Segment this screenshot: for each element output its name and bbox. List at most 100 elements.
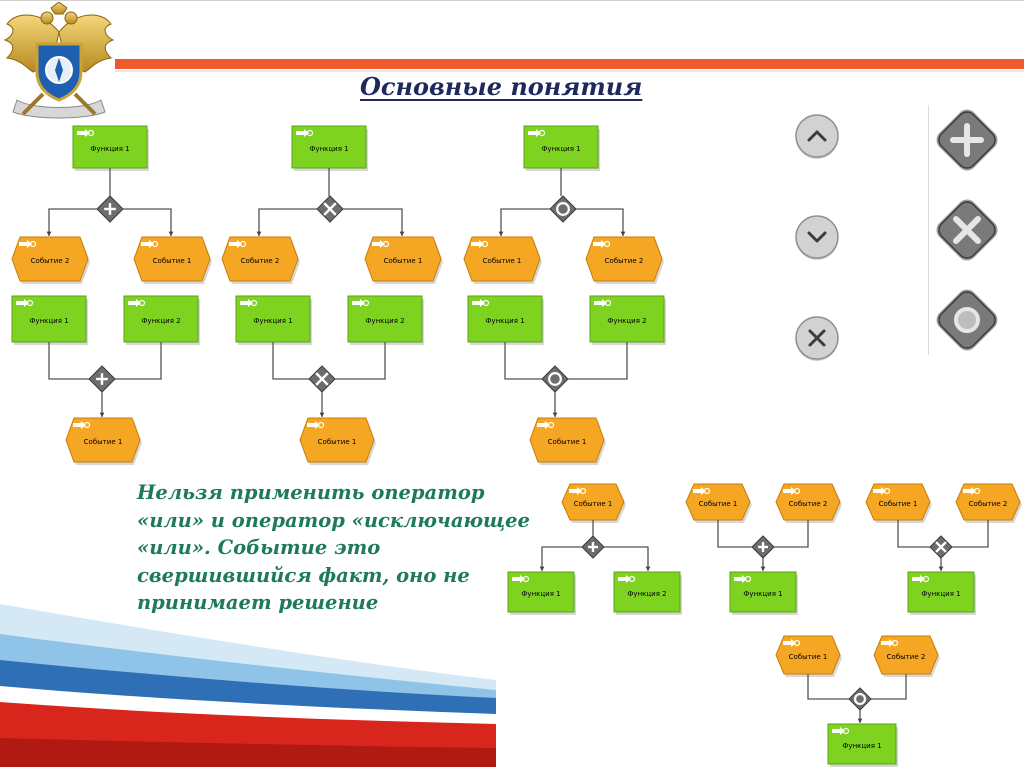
function-box: Функция 1 <box>72 125 149 171</box>
gateway-or <box>541 365 569 393</box>
circle-icon <box>556 202 570 216</box>
function-label: Функция 1 <box>541 145 580 153</box>
event-box: Событие 2 <box>221 236 300 284</box>
event-box: Событие 1 <box>133 236 212 284</box>
circle-icon <box>548 372 562 386</box>
function-box: Функция 2 <box>589 295 666 345</box>
function-box: Функция 1 <box>467 295 544 345</box>
connector <box>576 208 626 236</box>
function-label: Функция 2 <box>627 590 666 598</box>
event-label: Событие 2 <box>887 653 926 661</box>
emblem-logo <box>3 2 115 119</box>
function-label: Функция 2 <box>141 317 180 325</box>
header-rule <box>115 59 1024 69</box>
connector <box>552 392 558 417</box>
function-label: Функция 2 <box>365 317 404 325</box>
x-icon <box>795 316 839 361</box>
slide-title: Основные понятия <box>360 72 643 101</box>
event-box: Событие 2 <box>585 236 664 284</box>
function-label: Функция 1 <box>921 590 960 598</box>
note-line-1: Нельзя применить оператор <box>137 481 485 504</box>
note-line-4: свершившийся факт, оно не <box>137 563 470 587</box>
connector <box>857 710 863 723</box>
circle-icon <box>936 289 998 351</box>
event-box: Событие 1 <box>685 483 752 523</box>
event-label: Событие 1 <box>574 500 613 508</box>
gateway-and <box>581 535 605 559</box>
connector <box>123 208 174 236</box>
note-line-5: принимает решение <box>137 591 379 614</box>
function-label: Функция 1 <box>253 317 292 325</box>
gateway-or <box>549 195 577 223</box>
event-label: Событие 2 <box>605 257 644 265</box>
note-line-2: «или» и оператор «исключающее <box>137 508 530 532</box>
function-label: Функция 1 <box>309 145 348 153</box>
event-box: Событие 1 <box>463 236 542 284</box>
connector <box>604 546 651 571</box>
event-box: Событие 1 <box>364 236 443 284</box>
function-box: Функция 1 <box>235 295 312 345</box>
gateway-and <box>751 535 775 559</box>
function-label: Функция 2 <box>607 317 646 325</box>
function-box: Функция 1 <box>729 571 798 615</box>
event-label: Событие 1 <box>153 257 192 265</box>
event-label: Событие 1 <box>84 438 123 446</box>
event-label: Событие 2 <box>31 257 70 265</box>
event-label: Событие 1 <box>384 257 423 265</box>
event-label: Событие 2 <box>969 500 1008 508</box>
function-box: Функция 1 <box>507 571 576 615</box>
x-icon <box>936 199 998 261</box>
function-label: Функция 1 <box>90 145 129 153</box>
event-label: Событие 1 <box>548 438 587 446</box>
event-box: Событие 1 <box>299 417 376 465</box>
function-label: Функция 1 <box>29 317 68 325</box>
function-box: Функция 1 <box>907 571 976 615</box>
event-box: Событие 2 <box>775 483 842 523</box>
header-rule-shadow <box>115 70 1024 72</box>
event-box: Событие 1 <box>561 483 626 523</box>
connector <box>99 392 105 417</box>
event-label: Событие 1 <box>483 257 522 265</box>
function-label: Функция 1 <box>485 317 524 325</box>
function-label: Функция 1 <box>842 742 881 750</box>
gateway-legend-separator <box>928 105 929 355</box>
event-box: Событие 2 <box>873 635 940 677</box>
gateway-xor <box>308 365 336 393</box>
event-box: Событие 1 <box>529 417 606 465</box>
slide-border <box>0 0 1024 1</box>
function-box: Функция 2 <box>613 571 682 615</box>
note-text: Нельзя применить оператор «или» и операт… <box>137 479 577 617</box>
function-label: Функция 1 <box>743 590 782 598</box>
event-box: Событие 2 <box>955 483 1022 523</box>
event-box: Событие 2 <box>11 236 90 284</box>
function-box: Функция 2 <box>347 295 424 345</box>
connector <box>319 392 325 417</box>
function-box: Функция 1 <box>523 125 600 171</box>
event-label: Событие 1 <box>699 500 738 508</box>
connector <box>760 558 766 571</box>
gateway-and <box>88 365 116 393</box>
connector <box>498 208 550 236</box>
chevron-down-icon <box>795 215 839 260</box>
plus-icon <box>936 109 998 171</box>
function-label: Функция 1 <box>521 590 560 598</box>
connector <box>46 208 97 236</box>
event-label: Событие 1 <box>789 653 828 661</box>
connector <box>343 208 405 236</box>
event-label: Событие 1 <box>318 438 357 446</box>
gateway-or <box>848 687 872 711</box>
event-label: Событие 2 <box>241 257 280 265</box>
event-label: Событие 1 <box>879 500 918 508</box>
connector <box>938 558 944 571</box>
function-box: Функция 1 <box>827 723 898 767</box>
chevron-up-icon <box>795 114 839 159</box>
function-box: Функция 2 <box>123 295 200 345</box>
function-box: Функция 1 <box>291 125 368 171</box>
event-box: Событие 1 <box>865 483 932 523</box>
note-line-3: «или». Событие это <box>137 536 381 559</box>
decorative-swoosh <box>0 604 496 767</box>
function-box: Функция 1 <box>11 295 88 345</box>
connector <box>539 546 582 571</box>
